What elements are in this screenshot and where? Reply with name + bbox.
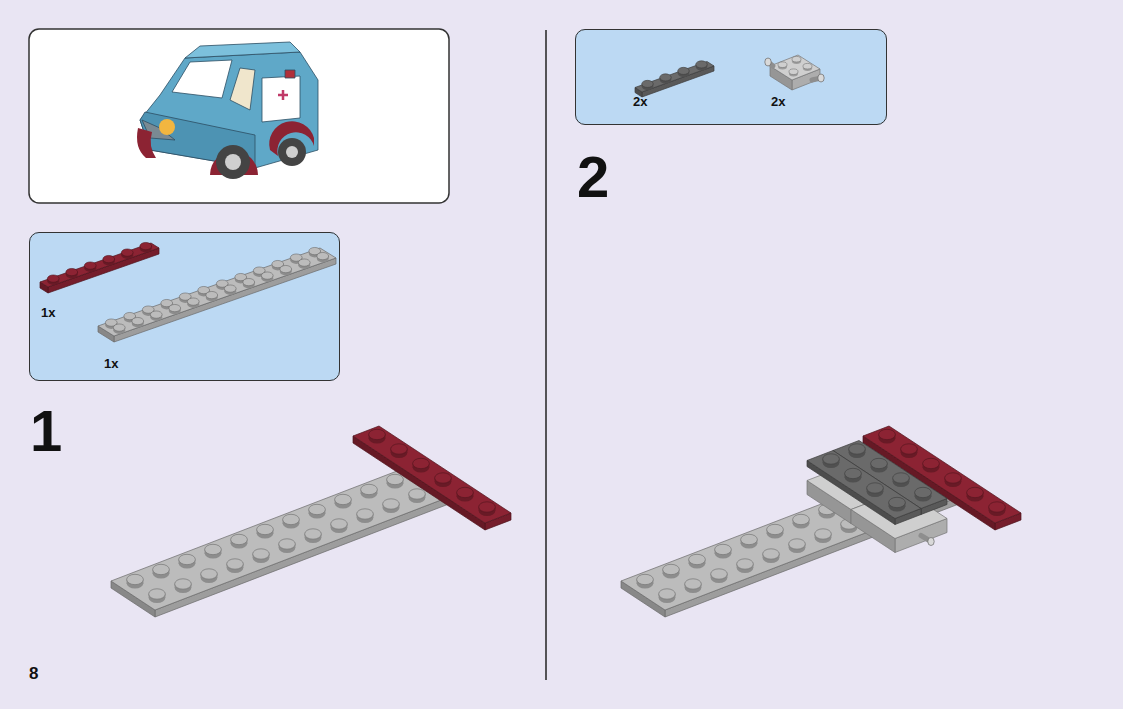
lego-part [98, 247, 336, 342]
part-quantity: 2x [771, 95, 785, 109]
part-quantity: 2x [633, 95, 647, 109]
step-number: 2 [577, 148, 609, 206]
lego-part [353, 426, 511, 530]
lego-part [770, 55, 820, 90]
lego-part [833, 441, 947, 515]
preview-panel [29, 29, 449, 203]
car-illustration [137, 42, 318, 179]
lego-part [807, 451, 921, 525]
divider-line [545, 30, 547, 680]
lego-part [40, 242, 159, 293]
side-pin [921, 536, 934, 546]
lego-part [635, 61, 714, 97]
sub-assembly [111, 426, 511, 617]
parts-panel-fill [29, 232, 340, 381]
part-quantity: 1x [41, 306, 55, 320]
sub-assembly [621, 426, 1021, 617]
lego-part [111, 461, 467, 617]
parts-callout-box: 2x 2x [575, 29, 887, 125]
parts-callout-box: 1x 1x [29, 232, 340, 381]
page-number: 8 [29, 665, 38, 682]
side-pin [765, 58, 773, 66]
side-pin [812, 74, 824, 82]
parts-panel-fill [575, 29, 887, 125]
part-quantity: 1x [104, 357, 118, 371]
step-number: 1 [30, 402, 62, 460]
